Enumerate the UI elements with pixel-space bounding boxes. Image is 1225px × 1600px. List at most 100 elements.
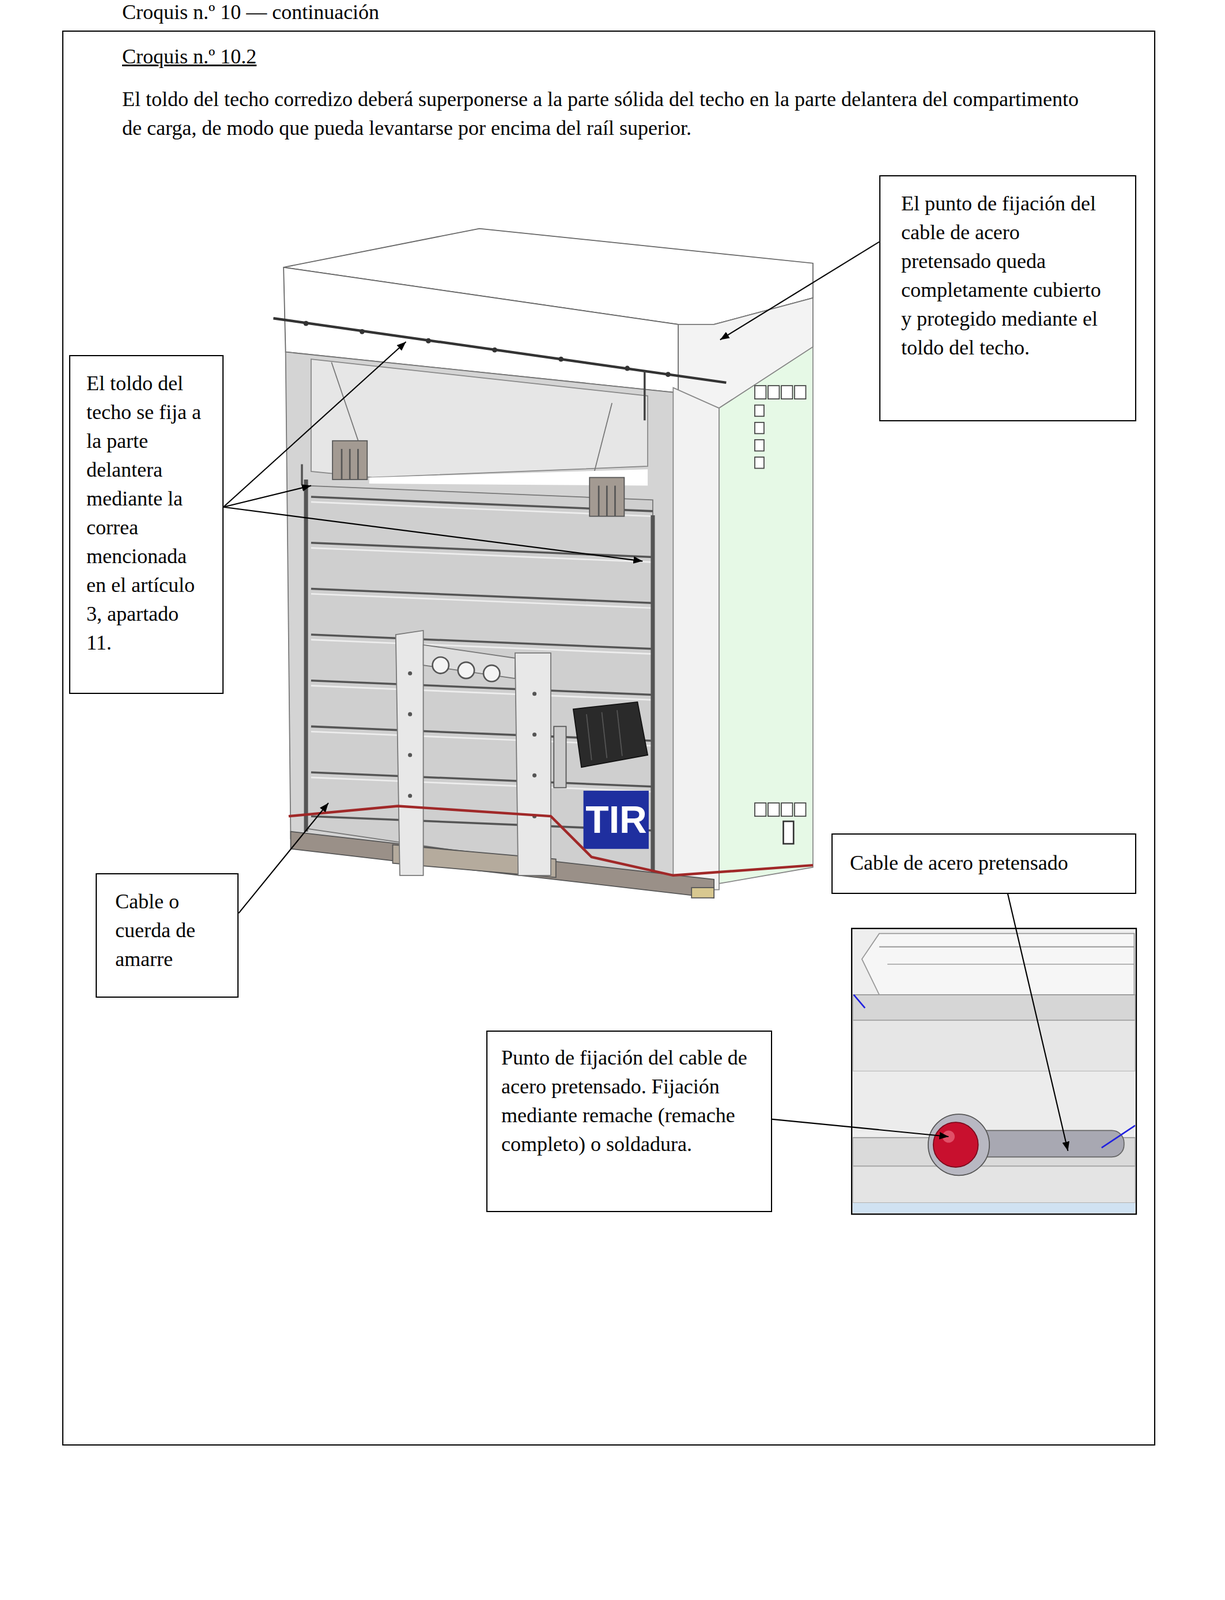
callout-box: El toldo del techo se fija a la parte de… <box>69 354 224 694</box>
center-bracket-part <box>395 630 424 876</box>
sketch-frame: Croquis n.º 10.2El toldo del techo corre… <box>62 30 1156 1446</box>
center-bracket-part <box>532 773 537 778</box>
tir-plate-part <box>583 790 649 849</box>
detail-inset-part <box>852 933 1136 1213</box>
callout-box: El punto de fijación del cable de acero … <box>879 175 1137 422</box>
center-bracket-part <box>432 656 449 674</box>
side-wall-part <box>719 346 814 884</box>
lamp-part <box>617 709 623 756</box>
detail-inset-part-part <box>928 1113 990 1175</box>
roof-rope-part <box>359 329 365 335</box>
roof-brackets-part <box>589 477 625 516</box>
roof-rope-part <box>624 365 630 372</box>
lamp <box>573 701 648 767</box>
detail-inset-part-part <box>861 933 1135 995</box>
callout-box: Cable o cuerda de amarre <box>95 872 239 998</box>
roof-rope <box>273 318 727 421</box>
roof-brackets-part <box>349 448 351 480</box>
tir-plate <box>583 790 649 849</box>
leader-lines-part <box>223 341 407 508</box>
detail-inset-part-part <box>852 994 1136 1020</box>
roof-brackets <box>332 440 625 517</box>
center-bracket-part <box>532 732 537 737</box>
detail-inset-part-part <box>1101 1125 1136 1148</box>
sketch-note: El toldo del techo corredizo deberá supe… <box>122 84 1079 143</box>
bottom-frame <box>290 831 715 898</box>
side-wall-part <box>754 422 765 434</box>
leader-lines-part <box>720 242 880 340</box>
roof-brackets-part <box>357 448 359 480</box>
roof-rope-part <box>273 318 727 383</box>
leader-lines-part <box>238 802 329 913</box>
lamp-part <box>586 713 592 761</box>
center-bracket-part <box>553 726 566 788</box>
side-wall-part <box>754 456 765 468</box>
center-bracket-part <box>458 662 475 679</box>
callout-box: Punto de fijación del cable de acero pre… <box>486 1030 773 1212</box>
rails-part <box>650 515 655 877</box>
roof-brackets-part <box>341 448 343 480</box>
callout-text: Cable o cuerda de amarre <box>115 886 219 974</box>
leader-lines-part <box>223 485 312 508</box>
callout-text: El punto de fijación del cable de acero … <box>901 188 1115 362</box>
side-wall-part <box>754 802 766 816</box>
roof-rope-part <box>558 356 564 362</box>
side-wall-part <box>754 385 766 399</box>
roof-rope-part <box>425 338 431 344</box>
roof-brackets-part <box>598 485 600 517</box>
side-wall-part <box>754 439 765 451</box>
callout-text: Punto de fijación del cable de acero pre… <box>501 1042 758 1159</box>
slats-part <box>311 639 653 654</box>
rails <box>301 463 653 877</box>
center-bracket-part <box>423 644 516 679</box>
center-bracket-part <box>483 664 500 682</box>
trailer-body-part <box>593 402 612 475</box>
leader-lines-part <box>223 507 644 562</box>
slats-part <box>311 777 653 792</box>
rails-part <box>304 479 309 832</box>
plate-label: TIR <box>583 790 649 849</box>
rails-part <box>300 463 304 485</box>
slats-part <box>311 593 653 608</box>
side-wall-part <box>794 802 806 816</box>
lashing-cable-part <box>288 805 814 875</box>
side-wall-part <box>783 821 795 844</box>
slats-part <box>311 685 653 701</box>
trailer-body-part <box>285 352 679 890</box>
leader-lines-part <box>772 1118 949 1137</box>
callout-text: El toldo del techo se fija a la parte de… <box>86 368 207 657</box>
roof-brackets-part <box>606 485 608 517</box>
center-bracket-part <box>407 752 412 757</box>
side-wall <box>673 346 814 890</box>
bottom-frame-part <box>290 831 715 898</box>
center-bracket-part <box>532 691 537 696</box>
lamp-part <box>573 701 648 767</box>
detail-inset-part-part <box>852 1202 1136 1213</box>
callout-box: Cable de acero pretensado <box>831 833 1137 894</box>
side-wall-part <box>794 385 806 399</box>
bottom-frame-part <box>691 887 714 898</box>
lashing-cable <box>288 805 814 875</box>
detail-inset-part-part <box>852 1071 1136 1133</box>
slats <box>311 496 653 831</box>
roof-brackets-part <box>614 485 616 517</box>
side-wall-part <box>768 802 780 816</box>
detail-inset-part-part <box>879 946 1135 948</box>
detail-inset-part-part <box>933 1121 979 1167</box>
side-wall-part <box>781 385 793 399</box>
detail-inset-part-part <box>852 1165 1136 1203</box>
center-bracket-part <box>407 712 412 717</box>
detail-inset-part <box>851 928 1137 1215</box>
center-bracket-part <box>407 793 412 798</box>
page-heading: Croquis n.º 10 — continuación <box>122 0 380 24</box>
side-wall-part <box>673 387 720 890</box>
roof-brackets-part <box>332 440 368 480</box>
detail-inset-part-part <box>852 1019 1136 1072</box>
slats-part <box>311 547 653 563</box>
detail-inset <box>851 928 1137 1215</box>
roof-rope-part <box>303 320 309 327</box>
center-bracket-part <box>407 671 412 676</box>
detail-inset-part-part <box>853 994 865 1008</box>
lamp-part <box>601 712 607 759</box>
